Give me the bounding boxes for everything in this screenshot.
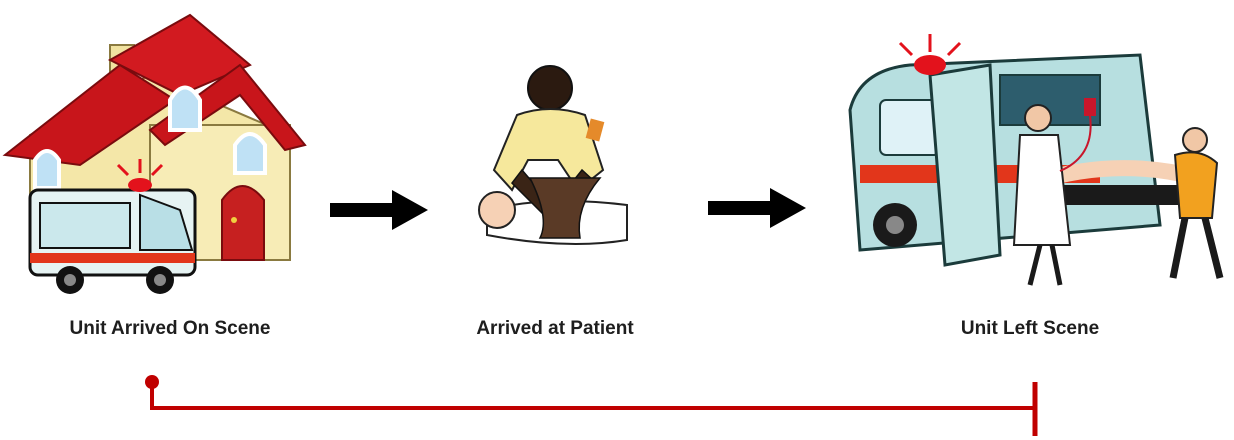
- ems-timeline-diagram: Unit Arrived On Scene Arrived at Patient…: [0, 0, 1234, 440]
- duration-timeline: [0, 0, 1234, 440]
